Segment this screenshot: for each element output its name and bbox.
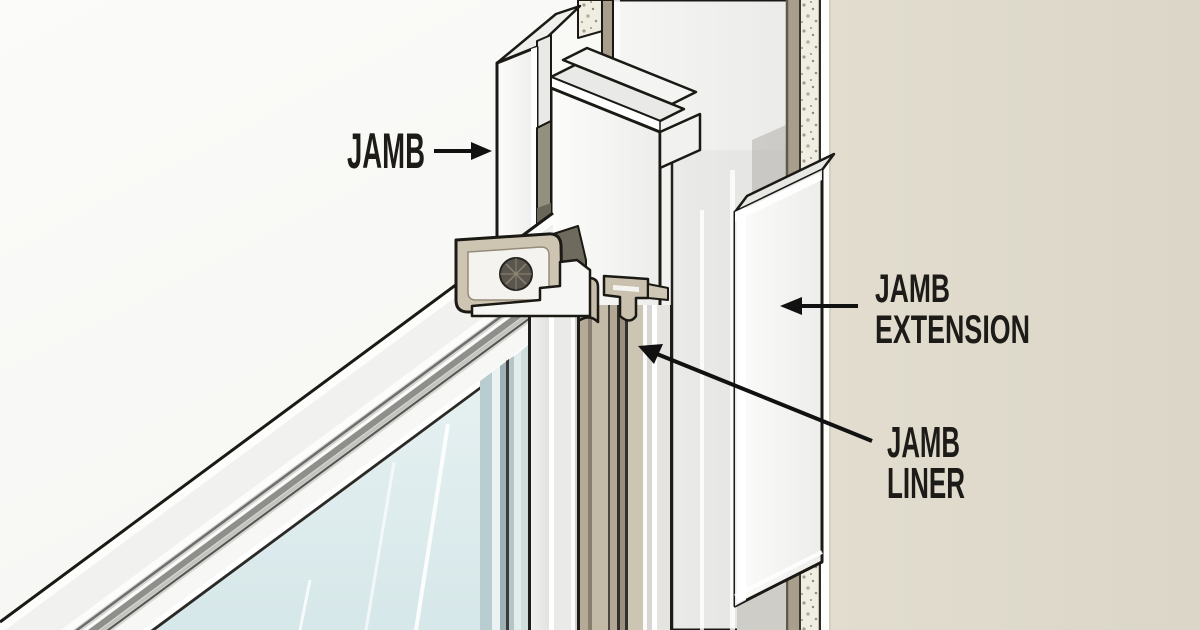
interior-wall	[829, 0, 1200, 630]
jamb-liner-strips	[577, 305, 673, 630]
jamb-extension-board	[733, 152, 836, 630]
cap-step-face	[470, 258, 592, 318]
glass-reflection	[414, 423, 450, 630]
jamb-liner-arrow	[638, 344, 873, 443]
head-jamb-rabbet	[658, 112, 702, 170]
jamb-extension-label-line2: EXTENSION	[875, 308, 1030, 352]
jamb-extension-label-line1: JAMB	[875, 267, 950, 311]
jamb-extension-label: JAMB EXTENSION	[780, 267, 1030, 352]
jamb-label: JAMB	[347, 123, 492, 179]
window-sash-rail	[0, 211, 555, 630]
jamb-arrow	[434, 142, 492, 160]
jamb-liner-label-line1: JAMB	[887, 418, 960, 467]
jamb-liner-label: JAMB LINER	[638, 344, 965, 508]
liner-top-sliver	[647, 283, 669, 301]
jamb-extension-arrow	[780, 297, 858, 315]
screw-boss	[499, 257, 533, 291]
jamb-label-text: JAMB	[347, 123, 425, 179]
sash-top-cap	[454, 232, 592, 318]
jamb-liner-label-line2: LINER	[887, 459, 965, 508]
window-sash-stile	[527, 307, 580, 630]
callouts: JAMB JAMB EXTENSION JAMB LINER	[347, 123, 1030, 508]
sash-glazing-track	[73, 275, 553, 630]
jamb-extension-face	[733, 168, 824, 608]
glass-edge-strips	[480, 345, 528, 630]
